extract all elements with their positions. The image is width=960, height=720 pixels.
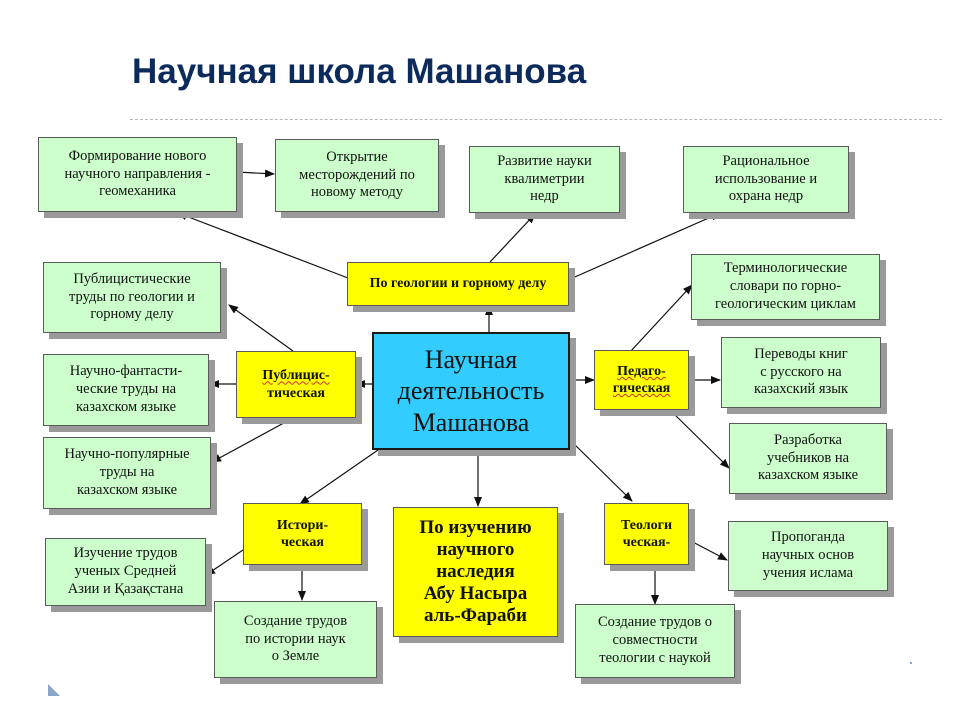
- title-divider: [130, 119, 942, 120]
- leaf-scifi-works: Научно-фантасти- ческие труды на казахск…: [43, 354, 209, 426]
- arrow-publicist-popular: [211, 417, 294, 463]
- leaf-geomechanics-text: Формирование нового научного направления…: [64, 147, 211, 200]
- branch-pedagogical-label-2: гическая: [612, 381, 671, 396]
- arrow-center-historical: [299, 449, 379, 505]
- leaf-theology-science: Создание трудов о совместности теологии …: [575, 604, 735, 678]
- slide-dot: [910, 662, 912, 664]
- leaf-geomechanics: Формирование нового научного направления…: [38, 137, 237, 212]
- center-node-label: Научная деятельность Машанова: [397, 345, 545, 437]
- leaf-dictionaries: Терминологические словари по горно- геол…: [691, 254, 880, 320]
- arrow-geology-rational: [567, 212, 721, 281]
- branch-theological-label: Теологи ческая-: [620, 517, 673, 550]
- leaf-rational-use-text: Рациональное использование и охрана недр: [714, 152, 818, 205]
- leaf-theology-science-text: Создание трудов о совместности теологии …: [597, 614, 713, 666]
- leaf-history-works: Создание трудов по истории наук о Земле: [214, 601, 377, 678]
- leaf-islam-text: Пропоганда научных основ учения ислама: [761, 529, 855, 581]
- leaf-scholars-study-text: Изучение трудов ученых Средней Азии и Қа…: [67, 545, 184, 597]
- leaf-history-works-text: Создание трудов по истории наук о Земле: [243, 612, 348, 665]
- branch-publicist: Публицис- тическая: [236, 351, 356, 418]
- leaf-deposits: Открытие месторождений по новому методу: [275, 139, 439, 212]
- branch-historical-label: Истори- ческая: [276, 517, 329, 550]
- leaf-scifi-works-text: Научно-фантасти- ческие труды на казахск…: [69, 363, 183, 415]
- branch-publicist-label-2: тическая: [267, 385, 325, 401]
- arrow-pedagogical-textbooks: [669, 409, 730, 469]
- arrow-geomechanics-deposits: [236, 169, 275, 178]
- arrow-publicist-publicist-works: [228, 304, 294, 352]
- leaf-translations-text: Переводы книг с русского на казахский яз…: [753, 345, 849, 398]
- leaf-islam: Пропоганда научных основ учения ислама: [728, 521, 888, 591]
- arrow-geology-qualimetry: [489, 213, 536, 263]
- leaf-qualimetry-text: Развитие науки квалиметрии недр: [497, 152, 592, 205]
- arrow-theological-islam: [688, 539, 728, 561]
- branch-farabi: По изучению научного наследия Абу Насыра…: [393, 507, 558, 637]
- leaf-publicist-works-text: Публицистические труды по геологии и гор…: [69, 270, 195, 323]
- branch-geology: По геологии и горному делу: [347, 262, 569, 306]
- leaf-textbooks: Разработка учебников на казахском языке: [729, 423, 887, 494]
- corner-triangle-icon: [48, 684, 60, 696]
- arrow-geology-geomechanics: [177, 212, 349, 279]
- leaf-translations: Переводы книг с русского на казахский яз…: [721, 337, 881, 408]
- leaf-deposits-text: Открытие месторождений по новому методу: [299, 148, 415, 201]
- leaf-popular-works-text: Научно-популярные труды на казахском язы…: [64, 446, 190, 498]
- leaf-popular-works: Научно-популярные труды на казахском язы…: [43, 437, 211, 509]
- leaf-dictionaries-text: Терминологические словари по горно- геол…: [715, 260, 856, 312]
- branch-publicist-label-1: Публицис-: [262, 368, 330, 384]
- leaf-rational-use: Рациональное использование и охрана недр: [683, 146, 849, 213]
- arrow-historical-scholars: [205, 549, 244, 576]
- branch-theological: Теологи ческая-: [604, 503, 689, 565]
- branch-historical: Истори- ческая: [243, 503, 362, 565]
- arrow-center-theological: [569, 439, 633, 502]
- slide-title: Научная школа Машанова: [132, 52, 587, 91]
- branch-pedagogical-label-1: Педаго-: [617, 363, 666, 379]
- leaf-scholars-study: Изучение трудов ученых Средней Азии и Қа…: [45, 538, 206, 606]
- arrow-pedagogical-dictionaries: [629, 284, 693, 353]
- branch-farabi-label: По изучению научного наследия Абу Насыра…: [419, 517, 532, 626]
- leaf-publicist-works: Публицистические труды по геологии и гор…: [43, 262, 221, 333]
- center-node: Научная деятельность Машанова: [372, 332, 570, 450]
- branch-geology-label: По геологии и горному делу: [369, 276, 547, 292]
- leaf-qualimetry: Развитие науки квалиметрии недр: [469, 146, 620, 213]
- leaf-textbooks-text: Разработка учебников на казахском языке: [757, 431, 859, 484]
- branch-pedagogical: Педаго- гическая: [594, 350, 689, 410]
